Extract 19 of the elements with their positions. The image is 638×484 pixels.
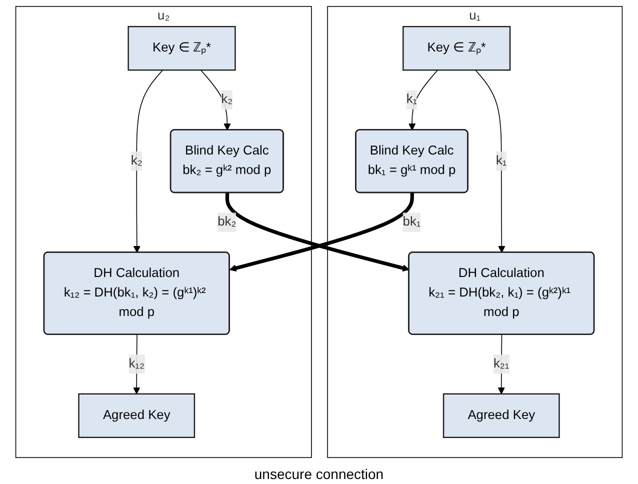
edge-label: k₁₂ xyxy=(128,356,145,371)
edge-label: k₁ xyxy=(496,154,507,168)
arrow xyxy=(133,334,140,394)
arrow xyxy=(498,334,505,394)
edge-label: k₂₁ xyxy=(493,356,510,371)
edge-label: bk₂ xyxy=(218,215,236,229)
edge-label: bk₁ xyxy=(402,215,421,229)
arrow xyxy=(475,70,506,253)
node-box: Agreed Key xyxy=(78,393,196,438)
arrow xyxy=(133,70,164,253)
arrow xyxy=(200,70,231,130)
node-box: Agreed Key xyxy=(442,393,560,438)
node-box: Key ∈ ℤₚ* xyxy=(128,26,236,71)
note-text: unsecure connection xyxy=(254,466,384,482)
node-box: Key ∈ ℤₚ* xyxy=(402,26,511,71)
edge-label: k₂ xyxy=(221,92,233,106)
edge-label: k₁ xyxy=(406,92,418,106)
arrow xyxy=(408,70,438,130)
edge-label: k₂ xyxy=(130,154,142,168)
